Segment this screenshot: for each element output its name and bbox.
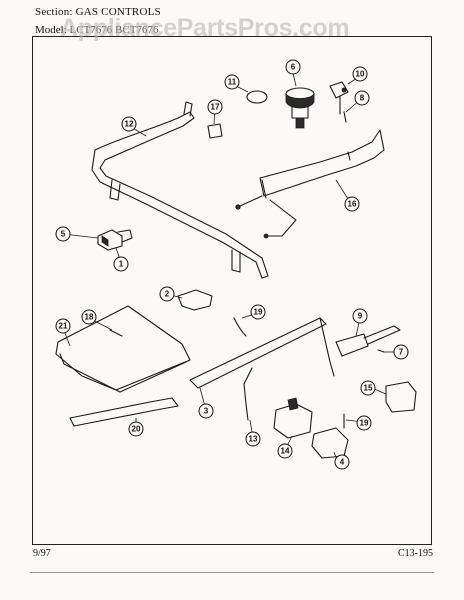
watermark: AppliancePartsPros.com <box>60 14 350 42</box>
mounting-strap <box>69 397 179 427</box>
burner-bracket <box>235 129 385 239</box>
svg-text:11: 11 <box>228 78 237 87</box>
callout-20: 20 <box>128 421 144 437</box>
callout-4: 4 <box>334 454 350 470</box>
model-value: LCT7676 BCT7676 <box>69 24 159 36</box>
callout-16: 16 <box>344 196 360 212</box>
clip <box>207 123 223 139</box>
svg-text:18: 18 <box>85 313 94 322</box>
svg-text:8: 8 <box>360 94 365 103</box>
svg-text:5: 5 <box>61 230 66 239</box>
burner-head <box>285 87 315 129</box>
footer-date: 9/97 <box>33 548 51 559</box>
switch <box>385 381 417 413</box>
callout-17: 17 <box>207 99 223 115</box>
section-value: GAS CONTROLS <box>75 6 161 18</box>
svg-text:10: 10 <box>356 70 365 79</box>
footer-page-code: C13-195 <box>398 548 433 559</box>
valve-assembly <box>97 229 133 251</box>
callout-5: 5 <box>55 226 71 242</box>
callout-18: 18 <box>81 309 97 325</box>
valve-bracket <box>177 289 213 311</box>
svg-text:7: 7 <box>399 348 404 357</box>
callout-7: 7 <box>393 344 409 360</box>
manifold-tube <box>91 101 269 279</box>
callout-21: 21 <box>55 318 71 334</box>
tubing <box>243 367 253 421</box>
callout-15: 15 <box>360 380 376 396</box>
callout-2: 2 <box>159 286 175 302</box>
svg-text:12: 12 <box>125 120 134 129</box>
svg-text:16: 16 <box>348 200 357 209</box>
svg-text:6: 6 <box>291 63 296 72</box>
callout-12: 12 <box>121 116 137 132</box>
svg-text:3: 3 <box>204 407 209 416</box>
callout-13: 13 <box>245 431 261 447</box>
svg-text:14: 14 <box>281 447 290 456</box>
callout-6: 6 <box>285 59 301 75</box>
svg-text:13: 13 <box>249 435 258 444</box>
callout-19-lower: 19 <box>356 415 372 431</box>
callout-3: 3 <box>198 403 214 419</box>
igniter-bracket <box>329 81 349 115</box>
callout-11: 11 <box>224 74 240 90</box>
svg-text:20: 20 <box>132 425 141 434</box>
diagram-frame <box>32 36 432 545</box>
svg-text:4: 4 <box>340 458 345 467</box>
svg-text:2: 2 <box>165 290 170 299</box>
regulator <box>273 397 313 439</box>
svg-text:21: 21 <box>59 322 68 331</box>
callout-19-upper: 19 <box>250 304 266 320</box>
bottom-rule <box>30 572 434 573</box>
svg-text:17: 17 <box>211 103 220 112</box>
callout-1: 1 <box>113 256 129 272</box>
supply-tube <box>189 317 335 389</box>
screw <box>343 111 347 123</box>
heat-shield <box>55 305 191 393</box>
svg-text:9: 9 <box>358 312 363 321</box>
svg-text:15: 15 <box>364 384 373 393</box>
svg-text:19: 19 <box>254 308 263 317</box>
section-label: Section: <box>35 6 73 18</box>
o-ring <box>246 90 268 104</box>
model-label: Model: <box>35 24 67 36</box>
svg-text:19: 19 <box>360 419 369 428</box>
section-heading: Section: GAS CONTROLS <box>35 6 161 18</box>
callout-14: 14 <box>277 443 293 459</box>
callout-9: 9 <box>352 308 368 324</box>
thermostat-bulb <box>335 325 401 357</box>
svg-text:1: 1 <box>119 260 124 269</box>
model-heading: Model: LCT7676 BCT7676 <box>35 24 158 36</box>
callout-8: 8 <box>354 90 370 106</box>
callout-10: 10 <box>352 66 368 82</box>
